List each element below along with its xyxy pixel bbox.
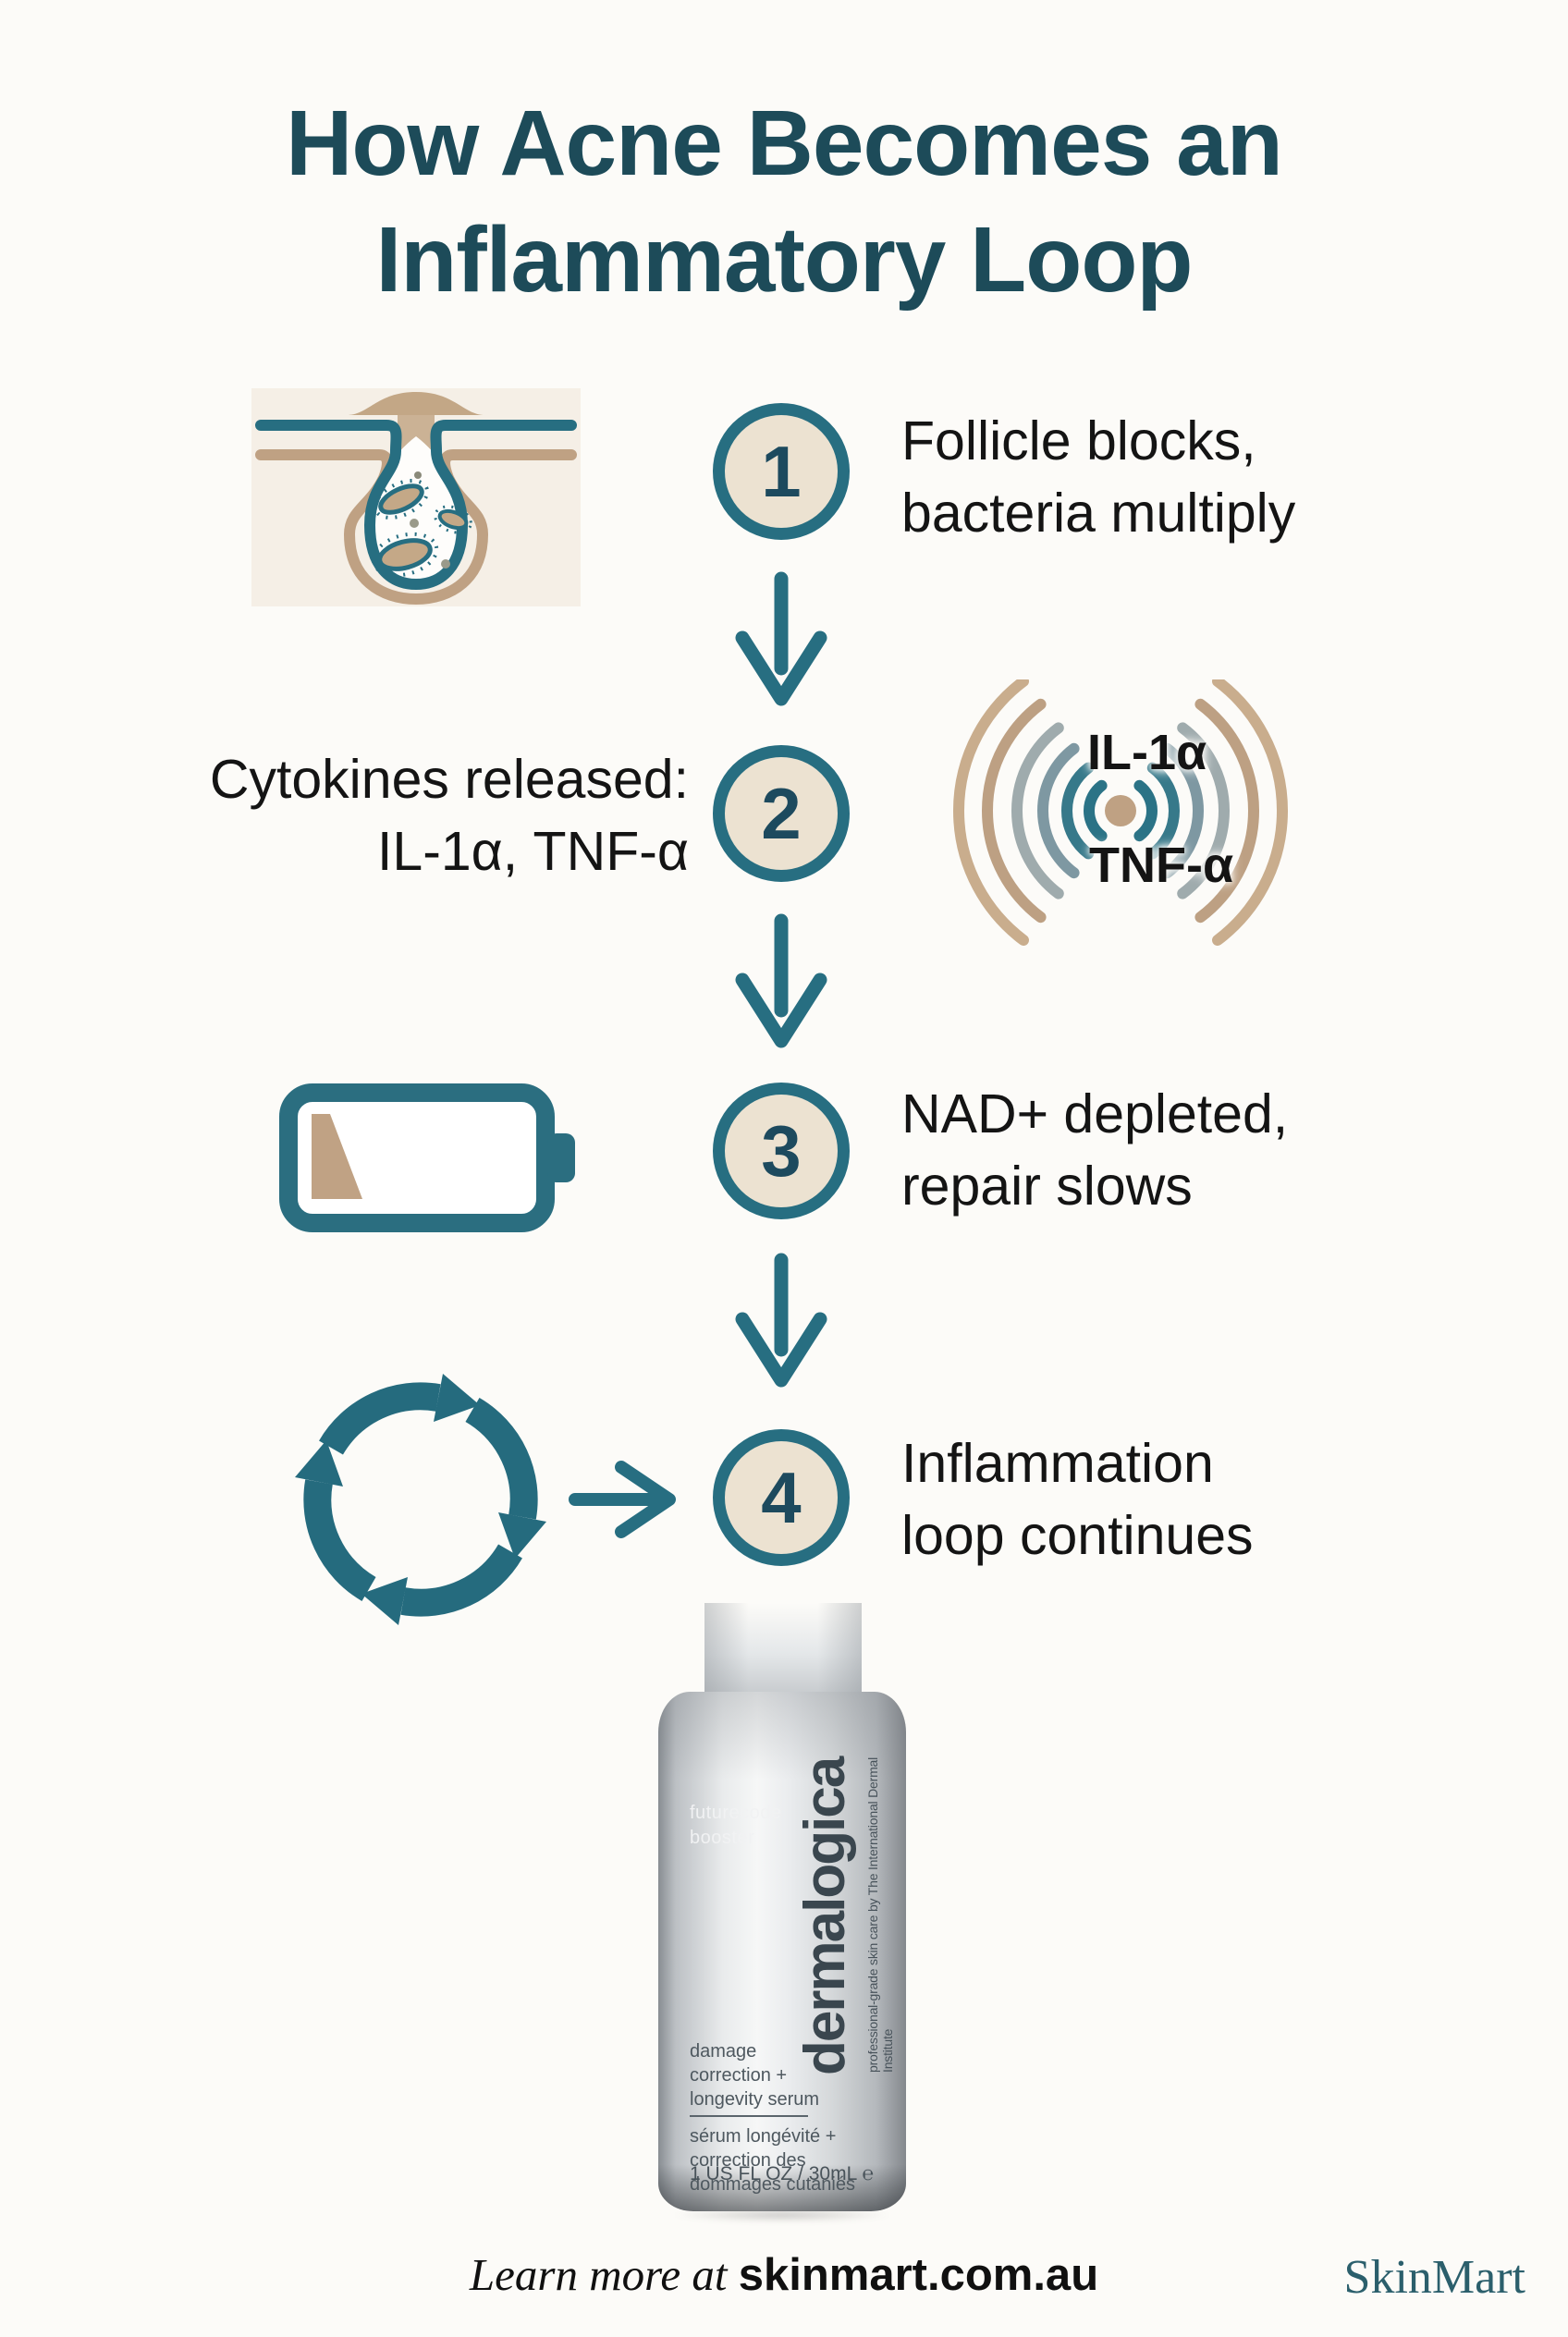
- cytokine-waves: [953, 676, 1288, 946]
- step-1-circle: 1: [713, 403, 850, 540]
- step-2-circle: 2: [713, 745, 850, 882]
- page-title-line1: How Acne Becomes an: [286, 92, 1283, 195]
- bacteria-glyphs: [371, 471, 472, 578]
- step-1-text: Follicle blocks, bacteria multiply: [901, 405, 1295, 549]
- label-divider: [690, 2115, 808, 2117]
- step-3-number: 3: [761, 1109, 802, 1192]
- step-1-line2: bacteria multiply: [901, 483, 1296, 544]
- step-3-text: NAD+ depleted, repair slows: [901, 1078, 1288, 1222]
- step-2-line2: IL-1α, TNF-α: [376, 821, 689, 882]
- cytokine-signal-icon: IL-1α TNF-α: [943, 676, 1308, 957]
- step-3-line2: repair slows: [901, 1156, 1193, 1217]
- down-arrow-icon: [735, 913, 827, 1048]
- bottle-shadow: [671, 2208, 893, 2222]
- step-4-line2: loop continues: [901, 1505, 1254, 1566]
- step-1-number: 1: [761, 430, 802, 512]
- skinmart-brandmark: SkinMart: [1343, 2251, 1525, 2304]
- follicle-icon: [251, 388, 581, 606]
- loop-arrows-icon: [295, 1374, 546, 1625]
- cytokine-label-tnfa: TNF-α: [1089, 838, 1234, 893]
- right-arrow-icon: [569, 1461, 676, 1538]
- product-bottle: [658, 1692, 906, 2211]
- page-title-line2: Inflammatory Loop: [375, 208, 1193, 312]
- skinmart-url[interactable]: skinmart.com.au: [738, 2250, 1099, 2300]
- product-bottle-cap: [704, 1603, 862, 1695]
- down-arrow-icon: [735, 1253, 827, 1388]
- product-name-line1: futurecode: [690, 1803, 782, 1823]
- step-3-line1: NAD+ depleted,: [901, 1083, 1289, 1144]
- desc-fr-line1: sérum longévité +: [690, 2126, 837, 2147]
- footer: Learn more at skinmart.com.au: [0, 2248, 1568, 2301]
- product-description-en: damage correction + longevity serum: [690, 2039, 819, 2111]
- down-arrow-icon: [735, 571, 827, 706]
- step-2-number: 2: [761, 772, 802, 854]
- step-1-line1: Follicle blocks,: [901, 410, 1256, 471]
- desc-en-line1: damage: [690, 2041, 757, 2062]
- learn-more-text: Learn more at: [469, 2249, 739, 2300]
- product-name-line2: booster: [690, 1828, 755, 1848]
- cytokine-label-il1a: IL-1α: [1087, 725, 1207, 780]
- desc-en-line2: correction +: [690, 2065, 788, 2086]
- battery-low-icon: [279, 1083, 575, 1232]
- step-4-text: Inflammation loop continues: [901, 1427, 1254, 1572]
- page-title: How Acne Becomes an Inflammatory Loop: [0, 85, 1568, 318]
- desc-en-line3: longevity serum: [690, 2089, 820, 2110]
- step-2-text: Cytokines released: IL-1α, TNF-α: [120, 743, 689, 887]
- step-4-number: 4: [761, 1456, 802, 1538]
- brand-logo-dermalogica: dermalogica: [793, 1757, 857, 2075]
- step-3-circle: 3: [713, 1083, 850, 1219]
- desc-fr-line2: correction des: [690, 2150, 806, 2171]
- step-4-line1: Inflammation: [901, 1433, 1214, 1494]
- brand-tagline: professional-grade skin care by The Inte…: [865, 1756, 895, 2073]
- step-2-line1: Cytokines released:: [209, 749, 689, 810]
- desc-fr-line3: dommages cutaniés: [690, 2174, 855, 2195]
- product-volume: 1 US FL OZ / 30mL ℮: [690, 2163, 874, 2184]
- product-name: futurecode booster: [690, 1801, 782, 1851]
- product-description-fr: sérum longévité + correction des dommage…: [690, 2124, 855, 2196]
- step-4-circle: 4: [713, 1429, 850, 1566]
